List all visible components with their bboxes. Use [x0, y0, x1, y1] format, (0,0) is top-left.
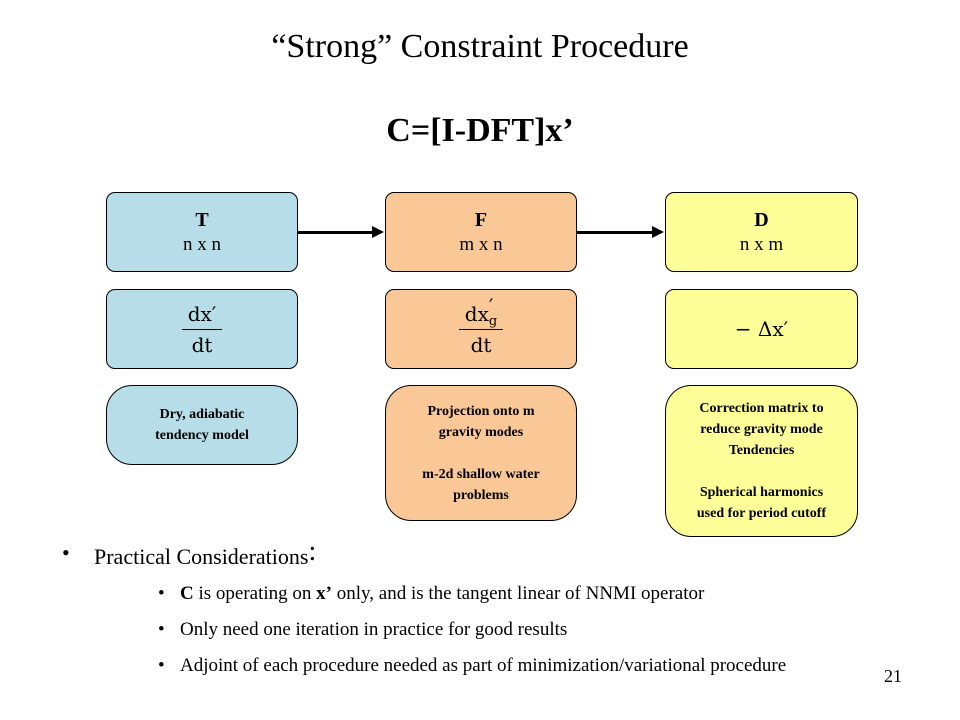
f-num-prime: ′	[488, 293, 494, 318]
considerations-heading-text: Practical Considerations	[94, 544, 309, 569]
f-derivative: dx′g dt	[458, 294, 504, 357]
d-increment: − Δx′	[734, 317, 789, 341]
box-t-desc: Dry, adiabatic tendency model	[106, 385, 298, 465]
d-desc-line-1: Correction matrix to	[699, 401, 824, 416]
t-desc-line-2: tendency model	[155, 428, 249, 443]
d-desc-line-4: Spherical harmonics	[699, 485, 824, 500]
t-derivative-den: dt	[191, 332, 213, 357]
box-t-letter: T	[195, 209, 209, 231]
consideration-item-2: • Only need one iteration in practice fo…	[158, 619, 568, 640]
bullet-dot: •	[62, 540, 70, 565]
consideration-item-1: • C is operating on x’ only, and is the …	[158, 583, 705, 604]
considerations-heading: • Practical Considerations:	[62, 536, 316, 572]
box-f-math: dx′g dt	[385, 289, 577, 369]
f-derivative-den: dt	[470, 332, 492, 357]
considerations-colon: :	[308, 536, 317, 567]
box-f-desc: Projection onto m gravity modes m-2d sha…	[385, 385, 577, 521]
box-d-math: − Δx′	[665, 289, 858, 369]
formula: C=[I-DFT]x’	[386, 112, 574, 149]
arrow-t-to-f	[298, 226, 384, 238]
t-derivative-num: dx′	[181, 302, 223, 330]
consideration-item-3: • Adjoint of each procedure needed as pa…	[158, 655, 787, 676]
t-desc-line-1: Dry, adiabatic	[159, 407, 245, 422]
f-num-base: dx	[464, 301, 489, 326]
item1-x: x’	[316, 583, 332, 604]
box-d-header: D n x m	[665, 192, 858, 272]
box-d-letter: D	[754, 209, 769, 231]
box-f-dims: m x n	[459, 234, 503, 255]
d-desc-line-5: used for period cutoff	[696, 506, 827, 521]
d-desc-line-2: reduce gravity mode	[700, 422, 823, 437]
box-f-letter: F	[474, 209, 488, 231]
box-t-header: T n x n	[106, 192, 298, 272]
f-desc-line-2: gravity modes	[438, 424, 524, 440]
box-t-math: dx′ dt	[106, 289, 298, 369]
page-number: 21	[884, 666, 902, 686]
f-derivative-num: dx′g	[458, 294, 504, 330]
box-d-desc: Correction matrix to reduce gravity mode…	[665, 385, 858, 537]
d-desc-line-3: Tendencies	[728, 443, 795, 458]
item1-c: C	[180, 583, 194, 604]
box-d-dims: n x m	[739, 234, 784, 255]
arrow-f-to-d	[577, 226, 664, 238]
box-f-header: F m x n	[385, 192, 577, 272]
slide-title: “Strong” Constraint Procedure	[271, 28, 689, 65]
f-desc-line-3: m-2d shallow water	[422, 466, 540, 482]
f-desc-line-4: problems	[453, 487, 509, 503]
f-desc-line-1: Projection onto m	[427, 403, 535, 419]
t-derivative: dx′ dt	[181, 302, 223, 357]
f-num-sub: g	[488, 313, 498, 329]
box-t-dims: n x n	[183, 234, 221, 255]
